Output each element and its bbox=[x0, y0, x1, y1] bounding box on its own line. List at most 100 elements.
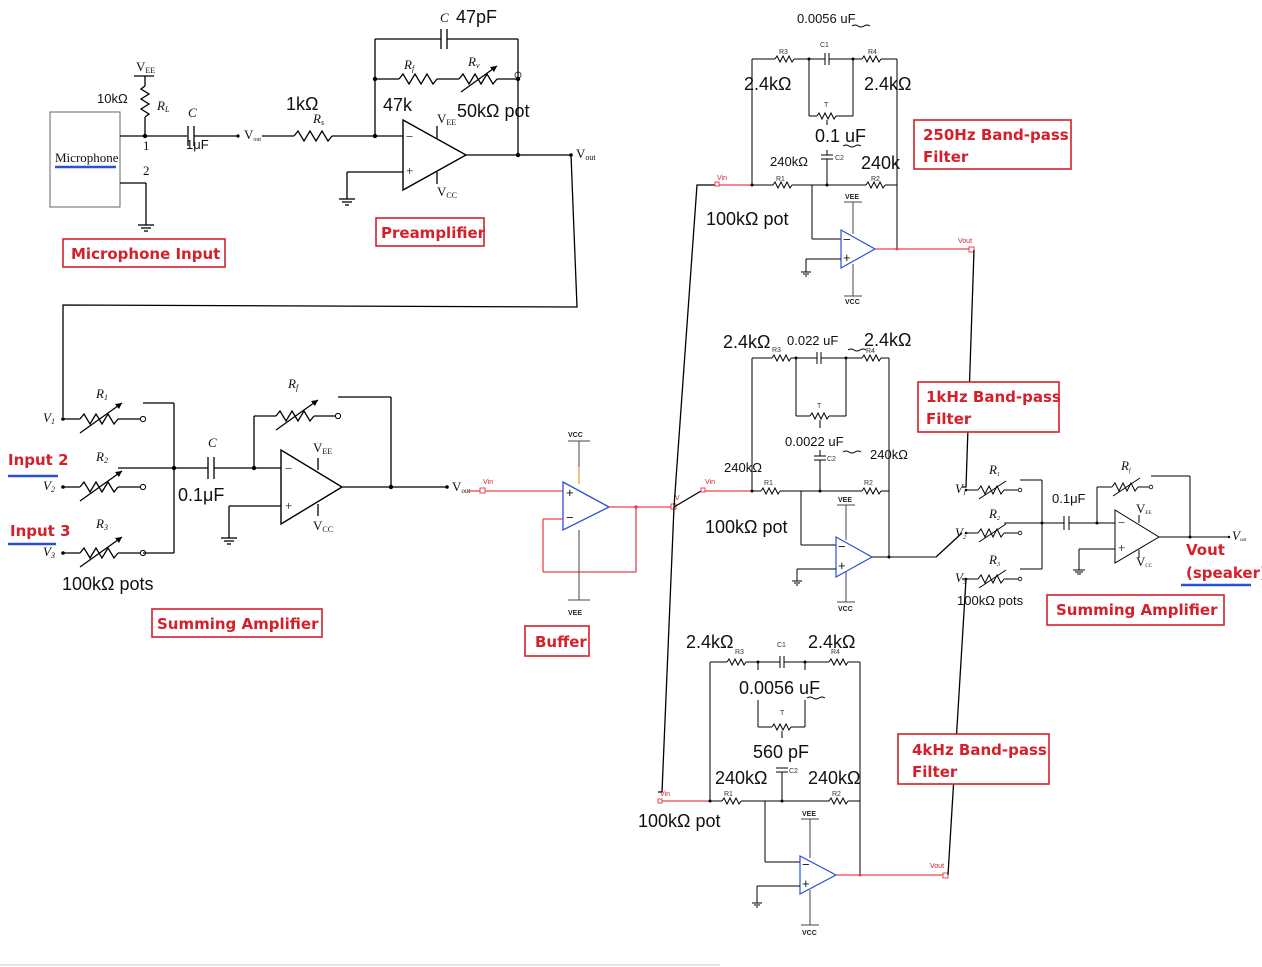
filter-250hz-label: 250Hz Band-pass Filter bbox=[913, 119, 1072, 170]
svg-text:Summing Amplifier: Summing Amplifier bbox=[157, 615, 319, 633]
preamp-rs-value: 1kΩ bbox=[286, 94, 318, 114]
f1k-r3-value: 2.4kΩ bbox=[723, 332, 770, 352]
f250-c1: C1 bbox=[820, 42, 829, 49]
svg-text:+: + bbox=[285, 498, 292, 513]
f1k-r4-resistor bbox=[861, 353, 882, 363]
sum-left-v2: V2 bbox=[43, 478, 55, 494]
mic-rl-label: RL bbox=[156, 98, 170, 114]
svg-text:−: − bbox=[802, 857, 810, 872]
f1k-c2-value: 0.0022 uF bbox=[785, 434, 844, 449]
buffer-opamp bbox=[562, 480, 611, 532]
f1k-r1-resistor bbox=[760, 486, 781, 496]
preamp-cf-value: 47pF bbox=[456, 7, 497, 27]
sum-left-r2-label: R2 bbox=[95, 449, 108, 465]
f4k-r3-resistor bbox=[726, 657, 747, 667]
sum-right-opamp bbox=[1114, 509, 1160, 564]
buffer-vee: VEE bbox=[568, 610, 582, 617]
svg-text:−: − bbox=[285, 461, 292, 476]
f1k-trim bbox=[809, 411, 830, 421]
sum-left-vcc: VCC bbox=[313, 518, 333, 534]
f4k-c1-value: 0.0056 uF bbox=[739, 678, 820, 698]
sum-right-vee: VEE bbox=[1136, 501, 1152, 516]
f250-c1-value: 0.0056 uF bbox=[797, 11, 856, 26]
preamp-rs-label: Rs bbox=[312, 111, 324, 127]
svg-text:+: + bbox=[406, 163, 413, 178]
buffer-section: Vin VCC + − VEE V bbox=[468, 184, 717, 793]
f4k-r2-value: 240kΩ bbox=[808, 768, 861, 788]
mic-rl-value: 10kΩ bbox=[97, 91, 128, 106]
sum-left-vee: VEE bbox=[313, 440, 332, 456]
f4k-trim bbox=[771, 722, 792, 732]
f250-vin: Vin bbox=[717, 175, 727, 182]
f250-r1-value: 240kΩ bbox=[770, 154, 808, 169]
f1k-r3: R3 bbox=[772, 347, 781, 354]
sum-right-rf-label: Rf bbox=[1120, 458, 1132, 474]
preamp-opamp bbox=[402, 118, 468, 192]
f1k-r2-value: 240kΩ bbox=[870, 447, 908, 462]
svg-text:Filter: Filter bbox=[912, 763, 958, 781]
buffer-vcc: VCC bbox=[568, 432, 583, 439]
microphone-input-label: Microphone Input bbox=[62, 238, 226, 268]
sum-left-r1-label: R1 bbox=[95, 386, 108, 402]
svg-text:+: + bbox=[566, 485, 574, 500]
preamp-rs-resistor bbox=[293, 129, 333, 143]
sum-right-v1: V1 bbox=[955, 481, 966, 497]
filter-1khz-label: 1kHz Band-pass Filter bbox=[917, 381, 1061, 433]
f1k-r1: R1 bbox=[764, 480, 773, 487]
sum-right-pots: 100kΩ pots bbox=[957, 593, 1024, 608]
f250-r4-value: 2.4kΩ bbox=[864, 74, 911, 94]
sum-left-c-label: C bbox=[208, 435, 217, 450]
microphone-label: Microphone bbox=[55, 150, 119, 165]
f4k-opamp bbox=[799, 855, 838, 895]
svg-text:Summing Amplifier: Summing Amplifier bbox=[1056, 601, 1218, 619]
sum-left-pots: 100kΩ pots bbox=[62, 574, 154, 594]
f1k-r4: R4 bbox=[866, 348, 875, 355]
f250-r1: R1 bbox=[776, 176, 785, 183]
f4k-pot: 100kΩ pot bbox=[638, 811, 721, 831]
svg-text:+: + bbox=[1118, 540, 1125, 555]
mic-pin1: 1 bbox=[143, 138, 150, 153]
preamp-rf-value: 47k bbox=[383, 95, 413, 115]
f1k-t: T bbox=[817, 403, 822, 410]
microphone-section: Microphone VEE 10kΩ RL 1 2 bbox=[49, 59, 187, 232]
sum-right-r2-label: R2 bbox=[988, 506, 1000, 522]
f1k-r2-resistor bbox=[861, 486, 882, 496]
f250-vcc: VCC bbox=[845, 299, 860, 306]
sum-right-vcc: VCC bbox=[1136, 554, 1153, 569]
svg-text:+: + bbox=[802, 876, 810, 891]
sum-left-c-value: 0.1μF bbox=[178, 485, 224, 505]
sum-right-r2 bbox=[977, 527, 1005, 539]
f4k-c2: C2 bbox=[789, 768, 798, 775]
input3-label: Input 3 bbox=[10, 522, 71, 540]
filter-1khz: 2.4kΩ R3 0.022 uF 2.4kΩ R4 T 0.0022 uF C… bbox=[700, 330, 963, 613]
input2-label: Input 2 bbox=[8, 451, 69, 469]
f4k-r4: R4 bbox=[831, 649, 840, 656]
f1k-vcc: VCC bbox=[838, 606, 853, 613]
sum-right-r3 bbox=[977, 573, 1005, 585]
f4k-r3-value: 2.4kΩ bbox=[686, 632, 733, 652]
preamp-cin-label: C bbox=[188, 105, 197, 120]
block-labels: Microphone Input Preamplifier Summing Am… bbox=[62, 119, 1225, 785]
mic-pin2: 2 bbox=[143, 163, 150, 178]
buffer-vin: Vin bbox=[483, 479, 493, 486]
preamp-vout: Vout bbox=[576, 146, 596, 162]
f4k-t: T bbox=[780, 710, 785, 717]
f250-vee: VEE bbox=[845, 194, 859, 201]
svg-text:+: + bbox=[843, 250, 851, 265]
f4k-r1: R1 bbox=[724, 791, 733, 798]
speaker-label: (speaker) bbox=[1186, 564, 1262, 582]
svg-text:4kHz Band-pass: 4kHz Band-pass bbox=[912, 741, 1047, 759]
f1k-r3-resistor bbox=[771, 353, 792, 363]
f250-trim bbox=[816, 111, 837, 121]
svg-text:−: − bbox=[843, 232, 851, 247]
f1k-r4-value: 2.4kΩ bbox=[864, 330, 911, 350]
f1k-vin: Vin bbox=[705, 479, 715, 486]
preamp-vout-small: Vout bbox=[244, 127, 261, 143]
f4k-vout: Vout bbox=[930, 863, 944, 870]
f4k-c2-value: 560 pF bbox=[753, 742, 809, 762]
svg-text:250Hz Band-pass: 250Hz Band-pass bbox=[923, 126, 1069, 144]
svg-text:Preamplifier: Preamplifier bbox=[381, 224, 486, 242]
filter-250hz: 0.0056 uF R3 C1 R4 2.4kΩ 2.4kΩ T 0.1 uF … bbox=[706, 11, 975, 488]
f4k-r1-value: 240kΩ bbox=[715, 768, 768, 788]
